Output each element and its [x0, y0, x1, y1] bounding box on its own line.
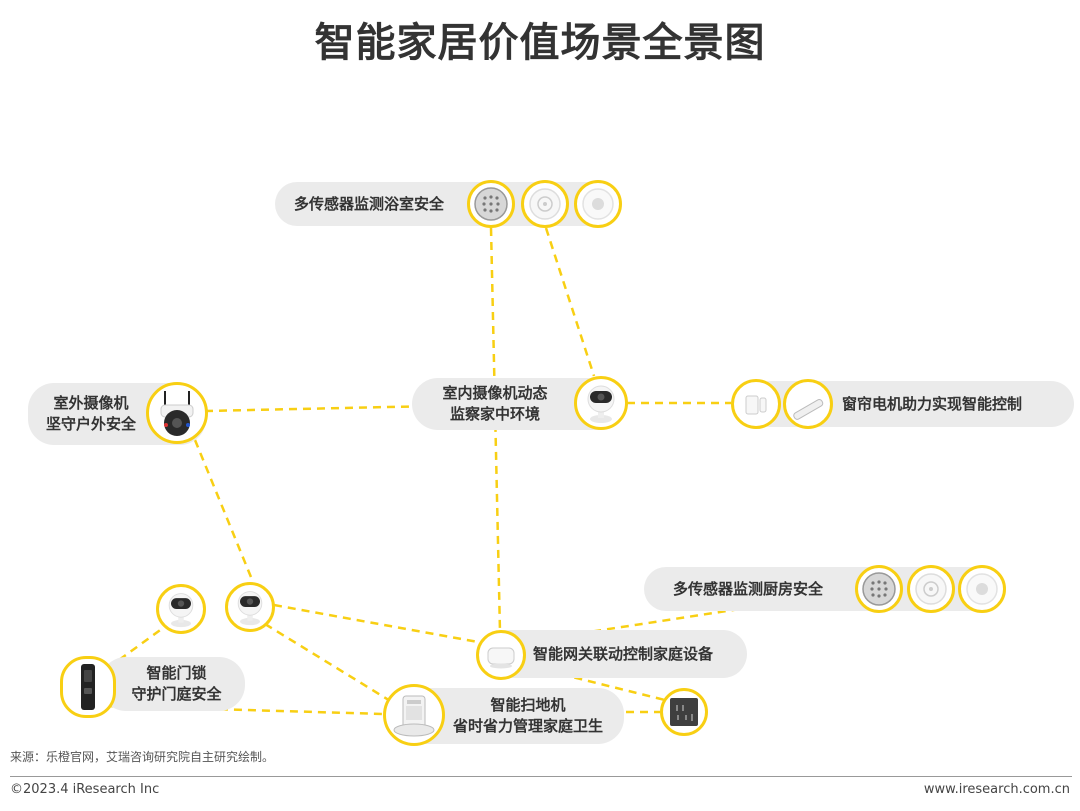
- page-title: 智能家居价值场景全景图: [314, 20, 766, 66]
- scene-gateway: 智能网关联动控制家庭设备: [485, 630, 747, 678]
- link-outdoor-smallcam: [193, 439, 255, 583]
- scene-curtain-label: 窗帘电机助力实现智能控制: [842, 394, 1023, 413]
- speaker-icon: [855, 565, 903, 613]
- copyright: ©2023.4 iResearch Inc: [10, 782, 160, 797]
- scene-bathroom-label: 多传感器监测浴室安全: [294, 194, 445, 213]
- door-sensor-icon: [731, 379, 781, 429]
- speaker-icon: [467, 180, 515, 228]
- link-smallcam-gateway: [273, 603, 479, 644]
- footer-divider: [10, 776, 1072, 777]
- scene-kitchen-label: 多传感器监测厨房安全: [673, 579, 824, 598]
- indoor-camera-icon: [574, 376, 628, 430]
- scene-door-lock-line1: 智能门锁: [146, 664, 207, 682]
- scene-indoor-camera-line2: 监察家中环境: [449, 405, 540, 423]
- outdoor-camera-icon: [146, 382, 208, 444]
- wall-socket-icon: [660, 688, 708, 736]
- scene-outdoor-camera-line2: 坚守户外安全: [45, 415, 136, 433]
- button-sensor-icon: [574, 180, 622, 228]
- scene-gateway-label: 智能网关联动控制家庭设备: [533, 644, 714, 663]
- scene-robot-line2: 省时省力管理家庭卫生: [452, 717, 603, 735]
- smoke-sensor-icon: [907, 565, 955, 613]
- scene-door-lock: 智能门锁守护门庭安全: [100, 657, 245, 711]
- website-link[interactable]: www.iresearch.com.cn: [923, 782, 1070, 797]
- source-note: 来源：乐橙官网，艾瑞咨询研究院自主研究绘制。: [10, 750, 275, 764]
- link-smallcam-robot: [264, 622, 393, 704]
- link-bath-gateway: [489, 227, 502, 633]
- indoor-camera-icon: [225, 582, 275, 632]
- scene-outdoor-camera-line1: 室外摄像机: [53, 394, 129, 412]
- link-lock-camera: [107, 626, 164, 670]
- button-sensor-icon: [958, 565, 1006, 613]
- scene-robot-line1: 智能扫地机: [490, 696, 566, 714]
- curtain-motor-icon: [783, 379, 833, 429]
- robot-vacuum-icon: [383, 684, 445, 746]
- door-lock-icon: [60, 656, 116, 718]
- link-outdoor-indoor: [204, 401, 575, 413]
- scene-indoor-camera-line1: 室内摄像机动态: [442, 384, 548, 402]
- scene-bathroom: 多传感器监测浴室安全: [275, 182, 621, 226]
- link-gateway-socket: [519, 662, 666, 702]
- link-bath-indoor: [544, 227, 596, 377]
- smoke-sensor-icon: [521, 180, 569, 228]
- indoor-camera-icon: [156, 584, 206, 634]
- scene-door-lock-line2: 守护门庭安全: [131, 685, 222, 703]
- gateway-icon: [476, 630, 526, 680]
